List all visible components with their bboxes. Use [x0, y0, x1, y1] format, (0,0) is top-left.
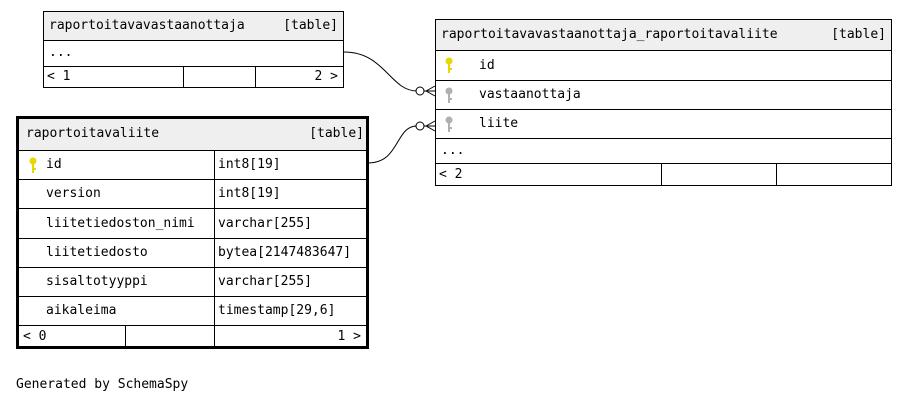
- column-row[interactable]: sisaltotyyppi varchar[255]: [19, 267, 366, 296]
- relation-liite-crowfoot: [425, 120, 436, 132]
- relation-vastaanottaja-crowfoot: [425, 85, 436, 97]
- table-kind: [table]: [831, 27, 886, 42]
- table-name[interactable]: raportoitavaliite: [26, 126, 160, 141]
- primary-key-icon: [445, 57, 453, 73]
- column-name: vastaanottaja: [479, 87, 581, 102]
- column-type: int8[19]: [218, 157, 281, 172]
- column-name: aikaleima: [46, 303, 117, 318]
- column-type: varchar[255]: [218, 274, 312, 289]
- nav-row: < 1 2 >: [44, 66, 343, 87]
- column-row[interactable]: id int8[19]: [19, 150, 366, 179]
- nav-right[interactable]: 2 >: [314, 69, 338, 84]
- column-name: id: [46, 157, 62, 172]
- table-header: raportoitavavastaanottaja [table]: [44, 12, 343, 40]
- primary-key-icon: [29, 157, 37, 173]
- column-type: timestamp[29,6]: [218, 303, 336, 318]
- table-name[interactable]: raportoitavavastaanottaja: [49, 18, 245, 33]
- table-raportoitavavastaanottaja-raportoitavaliite[interactable]: raportoitavavastaanottaja_raportoitavali…: [435, 19, 892, 186]
- table-kind: [table]: [283, 18, 338, 33]
- column-row[interactable]: liitetiedoston_nimi varchar[255]: [19, 208, 366, 238]
- table-header: raportoitavaliite [table]: [19, 119, 366, 150]
- column-row[interactable]: version int8[19]: [19, 179, 366, 208]
- nav-left[interactable]: < 0: [23, 329, 47, 344]
- column-name: liite: [479, 116, 519, 131]
- column-row[interactable]: vastaanottaja: [436, 80, 891, 109]
- nav-left[interactable]: < 2: [439, 167, 463, 182]
- column-row[interactable]: liite: [436, 109, 891, 138]
- ellipsis: ...: [441, 143, 465, 158]
- ellipsis-row: ...: [44, 40, 343, 66]
- column-row[interactable]: id: [436, 50, 891, 80]
- column-name: liitetiedosto: [46, 245, 148, 260]
- table-raportoitavaliite[interactable]: raportoitavaliite [table] id int8[19] ve…: [16, 116, 369, 349]
- ellipsis-row: ...: [436, 138, 891, 163]
- column-type: int8[19]: [218, 186, 281, 201]
- table-kind: [table]: [309, 126, 364, 141]
- foreign-key-icon: [445, 87, 453, 103]
- relation-liite-optional-marker: [415, 121, 425, 131]
- foreign-key-icon: [445, 116, 453, 132]
- generated-by-footer: Generated by SchemaSpy: [16, 377, 189, 392]
- relation-liite: [367, 125, 435, 164]
- column-name: id: [479, 58, 495, 73]
- nav-row: < 2: [436, 163, 891, 185]
- column-type: varchar[255]: [218, 216, 312, 231]
- table-raportoitavavastaanottaja[interactable]: raportoitavavastaanottaja [table] ... < …: [43, 11, 344, 88]
- column-name: sisaltotyyppi: [46, 274, 148, 289]
- nav-right[interactable]: 1 >: [337, 329, 361, 344]
- column-name: liitetiedoston_nimi: [46, 216, 195, 231]
- column-name: version: [46, 186, 101, 201]
- column-type: bytea[2147483647]: [218, 245, 352, 260]
- column-row[interactable]: aikaleima timestamp[29,6]: [19, 296, 366, 325]
- relation-vastaanottaja-optional-marker: [415, 86, 425, 96]
- column-row[interactable]: liitetiedosto bytea[2147483647]: [19, 238, 366, 267]
- nav-row: < 0 1 >: [19, 325, 366, 346]
- relation-vastaanottaja: [343, 51, 435, 92]
- table-header: raportoitavavastaanottaja_raportoitavali…: [436, 20, 891, 50]
- nav-left[interactable]: < 1: [47, 69, 71, 84]
- table-name[interactable]: raportoitavavastaanottaja_raportoitavali…: [441, 27, 778, 42]
- ellipsis: ...: [49, 45, 73, 60]
